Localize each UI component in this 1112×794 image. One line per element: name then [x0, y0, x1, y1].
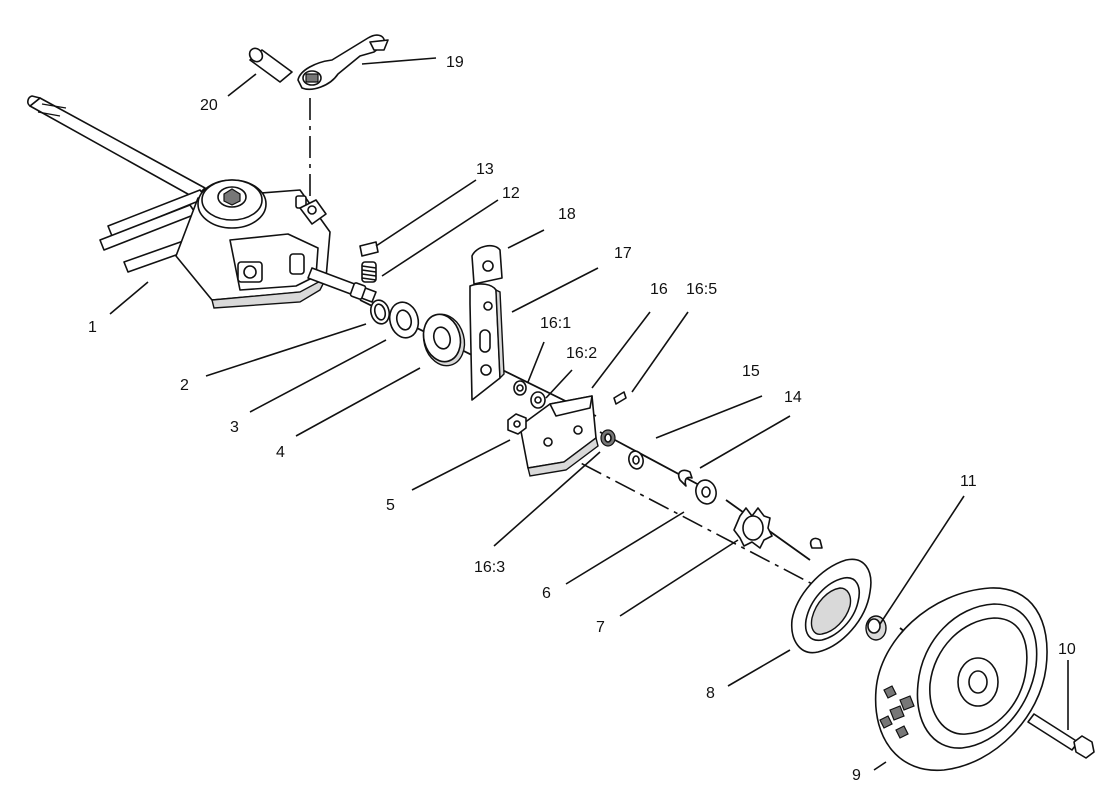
callout-16: 16 — [650, 281, 668, 298]
callout-7: 7 — [596, 619, 605, 636]
callout-2: 2 — [180, 377, 189, 394]
height-bracket — [469, 283, 505, 401]
callout-1: 1 — [88, 319, 97, 336]
large-washer — [422, 313, 466, 367]
wheel — [874, 587, 1048, 772]
spacer-16-1 — [513, 380, 527, 396]
callout-13: 13 — [476, 161, 494, 178]
nylon-lock-nut — [600, 429, 616, 447]
shaft-axis — [309, 98, 1011, 717]
callout-10: 10 — [1058, 641, 1076, 658]
height-adjuster-pin — [248, 47, 293, 83]
callout-18: 18 — [558, 206, 576, 223]
callout-17: 17 — [614, 245, 632, 262]
callout-4: 4 — [276, 444, 285, 461]
callout-16-5: 16:5 — [686, 281, 717, 298]
thrust-washer — [628, 450, 644, 470]
callout-12: 12 — [502, 185, 520, 202]
callout-6: 6 — [542, 585, 551, 602]
callout-14: 14 — [784, 389, 802, 406]
callout-16-3: 16:3 — [474, 559, 505, 576]
spacer-16-2 — [530, 391, 546, 409]
callout-labels: 1 2 3 4 5 6 7 8 9 10 11 12 13 14 15 16 1… — [88, 54, 1076, 784]
clip-and-washer — [677, 469, 717, 505]
shoulder-bolt — [1027, 713, 1095, 759]
woodruff-key — [359, 241, 379, 257]
wheel-bracket — [519, 395, 599, 477]
height-adjuster-lever — [297, 34, 389, 90]
hex-nut — [507, 413, 527, 435]
callout-5: 5 — [386, 497, 395, 514]
flat-washer — [388, 301, 420, 339]
retaining-clip — [369, 299, 391, 325]
callout-16-1: 16:1 — [540, 315, 571, 332]
callout-19: 19 — [446, 54, 464, 71]
compression-spring — [361, 261, 377, 283]
callout-16-2: 16:2 — [566, 345, 597, 362]
leader-lines — [109, 57, 1069, 771]
callout-9: 9 — [852, 767, 861, 784]
callout-15: 15 — [742, 363, 760, 380]
nut-plate — [471, 244, 503, 285]
wheel-cover — [791, 558, 872, 654]
callout-11: 11 — [960, 473, 977, 490]
callout-8: 8 — [706, 685, 715, 702]
set-screw — [613, 391, 627, 405]
pinion-gear — [733, 507, 823, 549]
drive-shaft-and-gearbox — [27, 95, 377, 309]
callout-20: 20 — [200, 97, 218, 114]
callout-3: 3 — [230, 419, 239, 436]
